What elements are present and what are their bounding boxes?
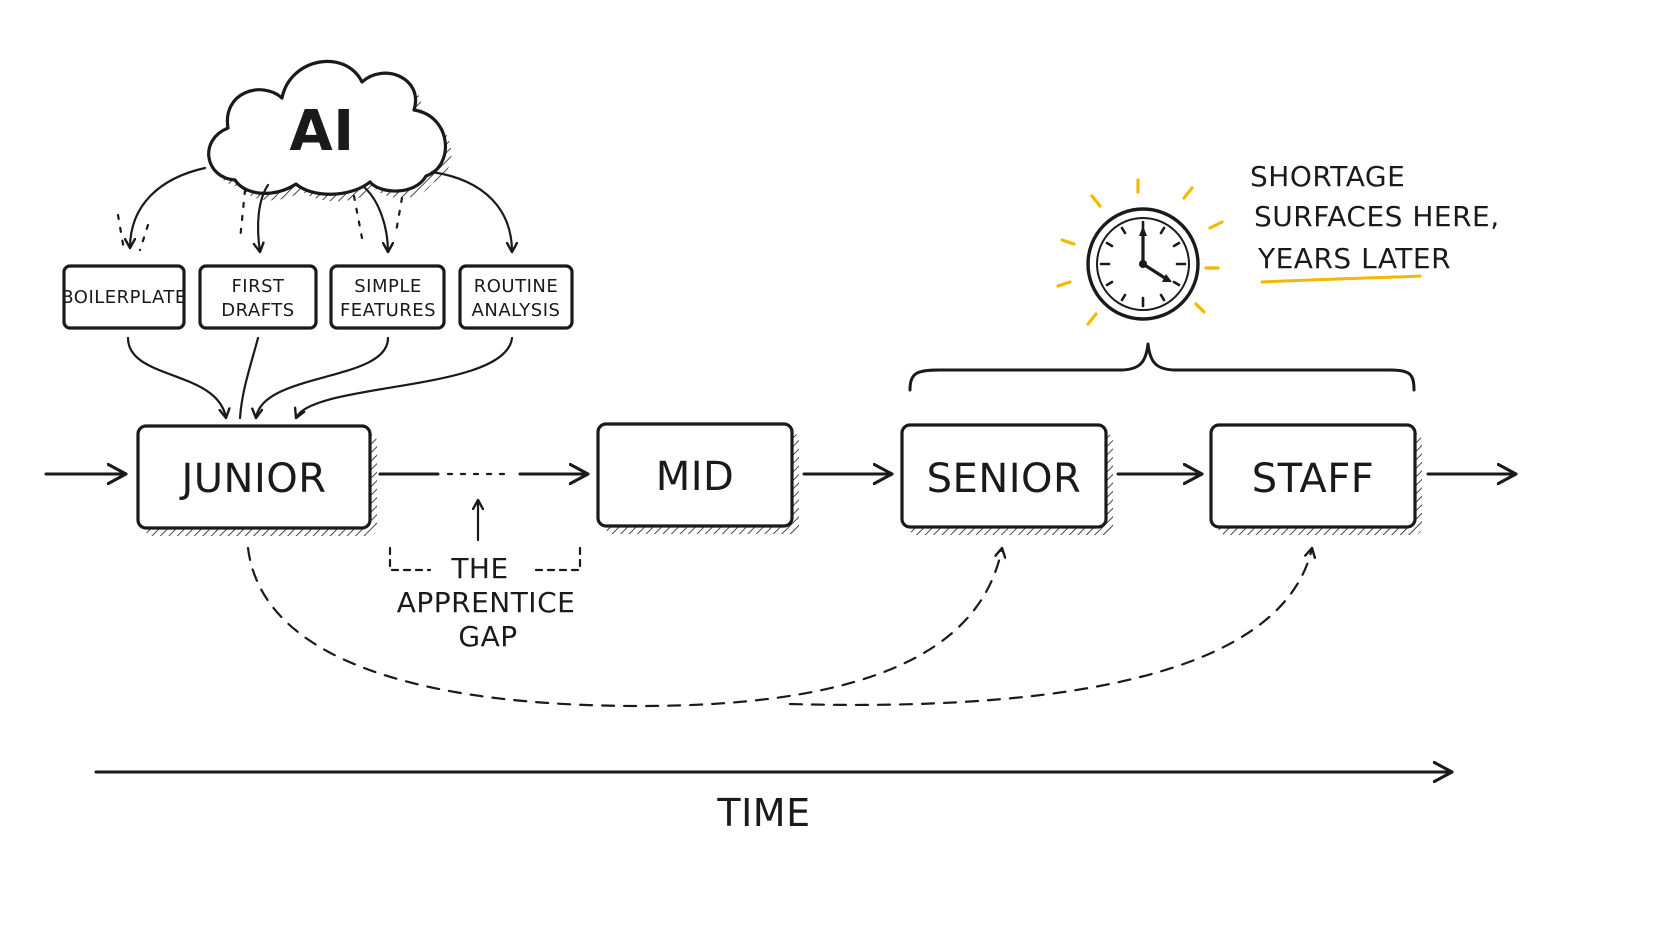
- clock-icon: [1056, 178, 1224, 326]
- time-axis-label: TIME: [716, 791, 810, 835]
- task-label: DRAFTS: [221, 300, 294, 321]
- stage-junior: JUNIOR: [136, 424, 377, 536]
- task-label: BOILERPLATE: [61, 287, 187, 308]
- task-box-boilerplate: BOILERPLATE: [61, 264, 187, 330]
- cloud-to-task-arrows: [116, 166, 512, 252]
- stage-staff: STAFF: [1209, 423, 1422, 535]
- stage-label: MID: [656, 454, 735, 500]
- task-box-simple-features: SIMPLE FEATURES: [329, 264, 446, 330]
- cloud-label: AI: [289, 99, 354, 164]
- stage-label: SENIOR: [927, 456, 1082, 502]
- gap-note-line: THE: [450, 552, 508, 585]
- task-to-junior-arrows: [126, 336, 514, 418]
- clock-rays: [1056, 178, 1224, 326]
- stage-mid: MID: [596, 422, 799, 534]
- delayed-impact-arcs: [246, 548, 1312, 708]
- cloud-icon: [207, 59, 452, 202]
- shortage-note-line: YEARS LATER: [1257, 242, 1451, 275]
- task-label: FEATURES: [340, 300, 436, 321]
- shortage-note-line: SURFACES HERE,: [1254, 200, 1500, 233]
- gap-note-line: GAP: [458, 620, 517, 653]
- task-box-first-drafts: FIRST DRAFTS: [198, 264, 318, 330]
- stage-label: STAFF: [1252, 456, 1375, 502]
- shortage-underline: [1260, 274, 1422, 284]
- task-label: SIMPLE: [354, 276, 422, 297]
- task-label: ANALYSIS: [472, 300, 561, 321]
- stage-label: JUNIOR: [178, 456, 326, 502]
- task-box-routine-analysis: ROUTINE ANALYSIS: [458, 264, 574, 330]
- gap-note-line: APPRENTICE: [397, 586, 576, 619]
- task-label: FIRST: [231, 276, 285, 297]
- senior-staff-brace: [908, 342, 1416, 392]
- shortage-note-line: SHORTAGE: [1250, 160, 1405, 193]
- apprentice-gap-marker: [388, 500, 582, 572]
- stage-senior: SENIOR: [900, 423, 1113, 535]
- task-label: ROUTINE: [474, 276, 559, 297]
